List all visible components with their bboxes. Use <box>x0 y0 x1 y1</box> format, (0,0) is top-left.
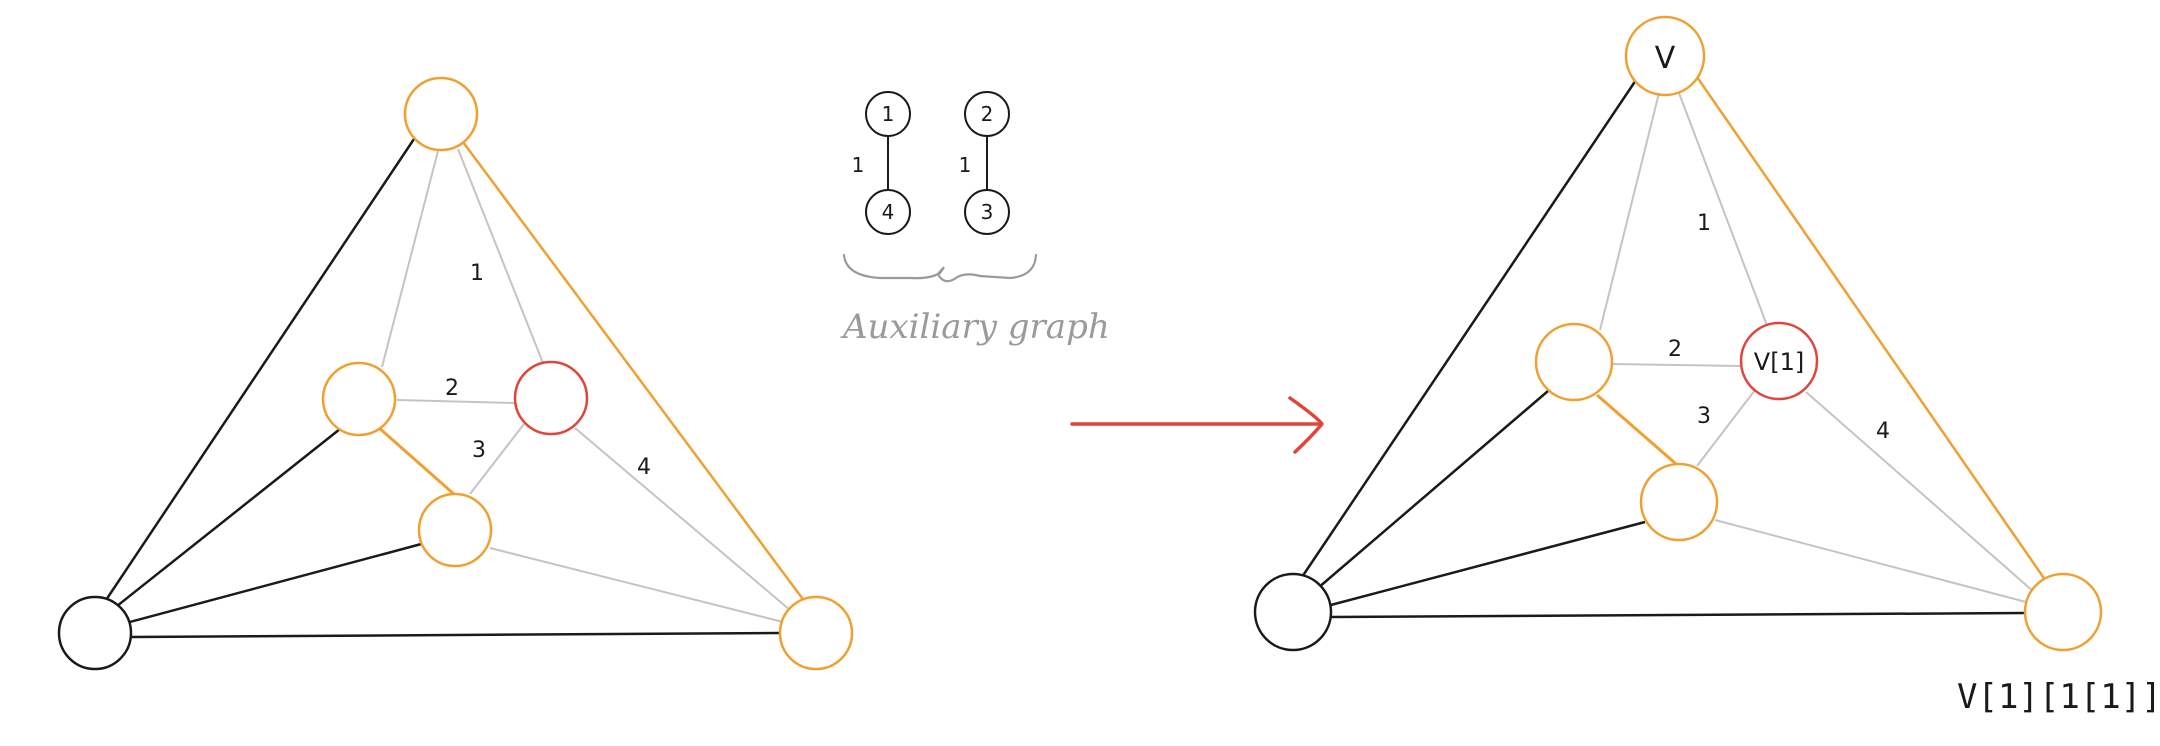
aux-node-4 <box>865 189 911 235</box>
corner-label: V[1][1[1]] <box>1957 677 2160 717</box>
edge-label-2: 2 <box>1668 337 1682 362</box>
edge <box>489 547 784 623</box>
edge <box>130 631 781 639</box>
edge-label-1: 1 <box>470 261 484 286</box>
aux-node-2 <box>964 91 1010 137</box>
node-red <box>1739 321 1819 401</box>
edge <box>1610 363 1742 367</box>
edge <box>457 148 544 364</box>
aux-edge-label: 1 <box>959 153 972 177</box>
transform-arrow <box>1070 396 1324 454</box>
edge <box>1330 611 2026 619</box>
edge <box>1714 519 2027 603</box>
edge <box>1326 520 1646 608</box>
node-left-mid <box>1534 322 1614 402</box>
node-label-v: V <box>1655 41 1676 76</box>
edge <box>1596 393 1684 472</box>
edge <box>1678 92 1769 329</box>
node-bottom-mid <box>417 492 493 568</box>
edge <box>1599 92 1660 331</box>
edge <box>102 132 420 604</box>
aux-node-label-1: 1 <box>882 102 895 126</box>
aux-node-3 <box>964 189 1010 235</box>
edge-label-4: 4 <box>637 455 651 480</box>
brace-icon <box>842 253 1038 283</box>
right-graph: V V[1] 1 2 3 4 V[1][1[1]] <box>1253 15 2160 717</box>
aux-node-1 <box>865 91 911 137</box>
aux-edge-label: 1 <box>852 153 865 177</box>
node-top <box>403 76 479 152</box>
node-bottom-mid <box>1639 462 1719 542</box>
left-graph: 1 2 3 4 <box>57 76 854 671</box>
node-top <box>1624 15 1706 97</box>
edge <box>574 427 791 611</box>
arrow-head-icon <box>1288 396 1324 454</box>
auxiliary-graph: 1 4 2 3 1 1 Auxiliary graph <box>840 91 1110 347</box>
edge <box>1317 384 1556 589</box>
edge <box>1805 391 2035 593</box>
edge <box>1298 79 1638 581</box>
node-red <box>513 360 589 436</box>
edge <box>125 541 426 625</box>
aux-node-label-3: 3 <box>981 200 994 224</box>
aux-node-label-2: 2 <box>981 102 994 126</box>
edge <box>111 424 346 611</box>
edge <box>377 425 456 497</box>
edge <box>458 137 807 603</box>
edge <box>396 399 515 404</box>
aux-node-label-4: 4 <box>882 200 895 224</box>
node-bottom-left <box>57 595 133 671</box>
edge <box>1696 389 1756 467</box>
aux-caption: Auxiliary graph <box>840 307 1110 347</box>
node-bottom-right <box>778 595 854 671</box>
node-bottom-right <box>2023 572 2103 652</box>
edge <box>1695 76 2050 585</box>
node-bottom-left <box>1253 572 1333 652</box>
edge <box>469 423 525 495</box>
edge-label-1: 1 <box>1697 211 1711 236</box>
node-left-mid <box>321 361 397 437</box>
edge-label-3: 3 <box>472 438 486 463</box>
edge-label-2: 2 <box>445 376 459 401</box>
node-label-v1: V[1] <box>1754 348 1804 376</box>
edge-label-3: 3 <box>1697 404 1711 429</box>
edge <box>381 150 439 368</box>
edge-label-4: 4 <box>1876 419 1890 444</box>
